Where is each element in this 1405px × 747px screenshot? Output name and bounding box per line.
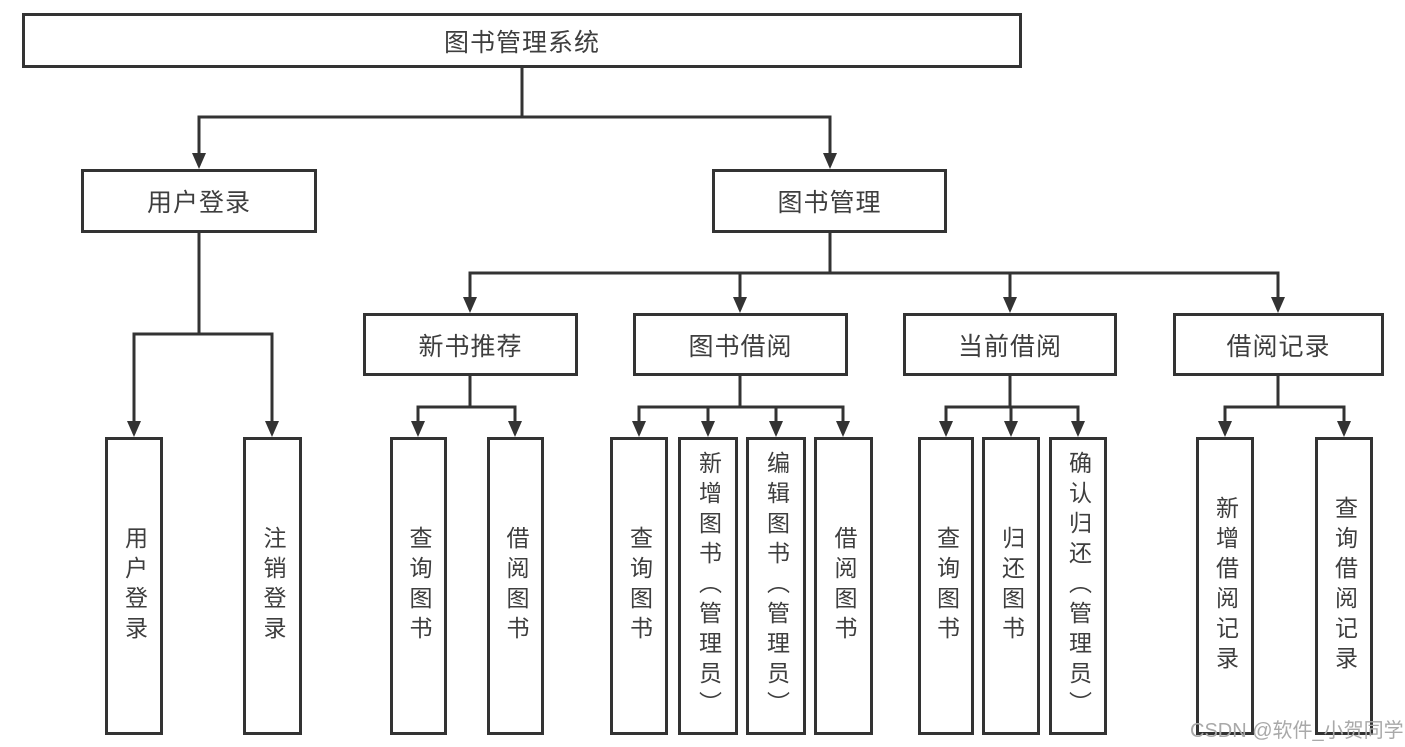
- node-label: 查询图书: [406, 526, 432, 646]
- node-label: 归还图书: [998, 526, 1025, 646]
- node-label: 确认归还（管理员）: [1065, 451, 1092, 721]
- node-add-borrowing-record: 新增借阅记录: [1196, 437, 1254, 735]
- node-current-borrowing: 当前借阅: [903, 313, 1117, 376]
- node-label: 查询图书: [626, 526, 653, 646]
- node-label: 用户登录: [146, 189, 251, 217]
- node-new-book-recommendation: 新书推荐: [363, 313, 578, 376]
- node-borrowing-records: 借阅记录: [1173, 313, 1384, 376]
- node-label: 编辑图书（管理员）: [763, 451, 790, 721]
- node-logout: 注销登录: [243, 437, 302, 735]
- node-label: 借阅图书: [503, 526, 529, 646]
- node-user-login: 用户登录: [81, 169, 317, 233]
- node-book-management: 图书管理: [712, 169, 947, 233]
- node-library-system: 图书管理系统: [22, 13, 1022, 68]
- node-label: 借阅图书: [831, 526, 857, 646]
- node-label: 借阅记录: [1226, 332, 1331, 361]
- node-label: 新增借阅记录: [1212, 496, 1239, 676]
- node-confirm-return-admin: 确认归还（管理员）: [1049, 437, 1107, 735]
- node-label: 图书借阅: [688, 332, 793, 361]
- node-label: 查询借阅记录: [1331, 496, 1358, 676]
- node-label: 查询图书: [933, 526, 960, 646]
- node-query-books-recommend: 查询图书: [390, 437, 447, 735]
- node-add-book-admin: 新增图书（管理员）: [678, 437, 738, 735]
- node-query-books-borrowing: 查询图书: [610, 437, 668, 735]
- node-return-books: 归还图书: [982, 437, 1040, 735]
- node-label: 图书管理: [777, 189, 882, 217]
- node-label: 新增图书（管理员）: [695, 451, 722, 721]
- node-book-borrowing: 图书借阅: [633, 313, 848, 376]
- node-label: 用户登录: [121, 526, 148, 646]
- node-label: 新书推荐: [418, 332, 523, 361]
- node-borrow-books-recommend: 借阅图书: [487, 437, 544, 735]
- watermark: CSDN @软件_小贺同学: [1190, 720, 1404, 742]
- node-borrow-books: 借阅图书: [814, 437, 873, 735]
- node-query-borrowing-record: 查询借阅记录: [1315, 437, 1373, 735]
- node-label: 注销登录: [260, 526, 286, 646]
- node-user-login-action: 用户登录: [105, 437, 163, 735]
- node-edit-book-admin: 编辑图书（管理员）: [746, 437, 806, 735]
- node-label: 当前借阅: [957, 332, 1062, 361]
- node-query-books-current: 查询图书: [918, 437, 974, 735]
- node-label: 图书管理系统: [443, 28, 600, 57]
